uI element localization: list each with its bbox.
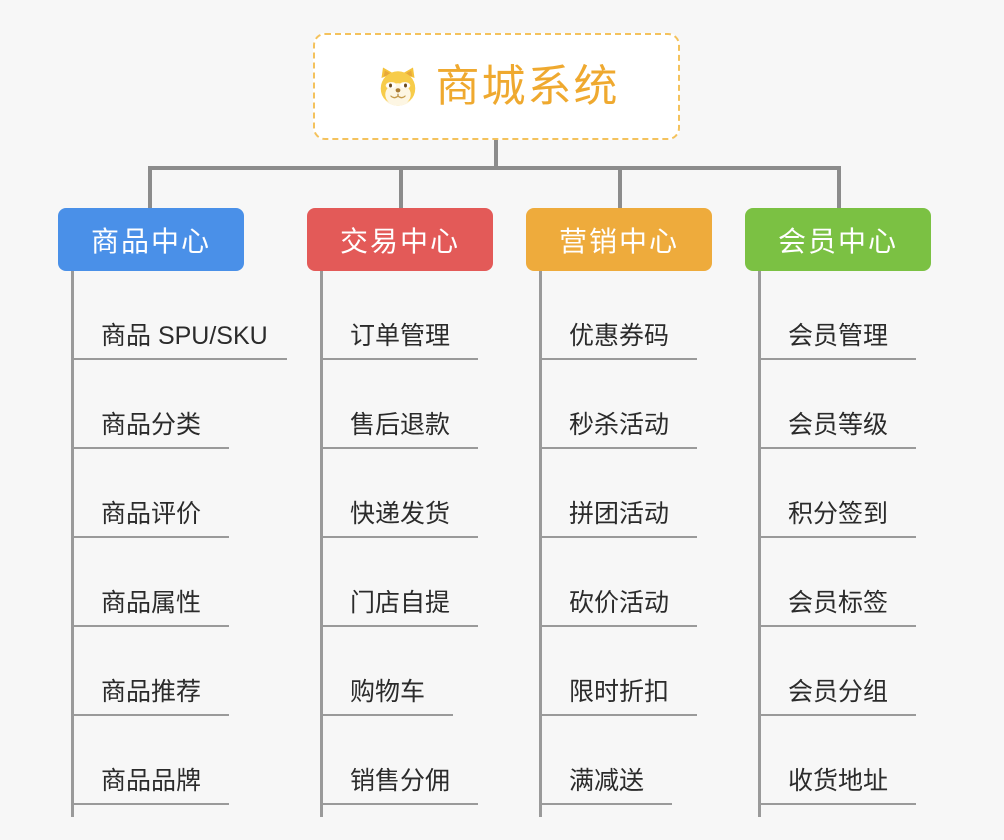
- leaf-item[interactable]: 商品属性: [71, 538, 331, 627]
- category-header-label: 商品中心: [90, 225, 211, 257]
- leaf-item[interactable]: 购物车: [320, 627, 580, 716]
- leaf-label: 砍价活动: [569, 588, 670, 617]
- root-node-商城系统[interactable]: 商城系统: [313, 33, 680, 140]
- connector-drop-member-center: [837, 166, 841, 208]
- leaf-underline: [320, 803, 478, 805]
- leaf-underline: [320, 714, 453, 716]
- connector-root-stem: [494, 140, 498, 168]
- leaf-label: 商品分类: [101, 410, 202, 439]
- leaf-item[interactable]: 商品分类: [71, 360, 331, 449]
- leaf-item[interactable]: 门店自提: [320, 538, 580, 627]
- leaf-label: 快递发货: [350, 499, 451, 528]
- category-header-label: 会员中心: [777, 225, 898, 257]
- leaf-item[interactable]: 优惠券码: [539, 271, 799, 360]
- leaf-item[interactable]: 售后退款: [320, 360, 580, 449]
- category-header-marketing-center[interactable]: 营销中心: [526, 208, 712, 271]
- leaf-underline: [758, 447, 916, 449]
- leaf-underline: [539, 536, 697, 538]
- spine-product-center: [71, 271, 74, 817]
- leaf-list-product-center: 商品 SPU/SKU 商品分类 商品评价 商品属性 商品推荐 商品品牌: [71, 271, 331, 805]
- leaf-underline: [71, 714, 229, 716]
- connector-horizontal-bar: [148, 166, 840, 170]
- leaf-label: 限时折扣: [569, 677, 670, 706]
- category-header-product-center[interactable]: 商品中心: [58, 208, 244, 271]
- leaf-underline: [320, 625, 478, 627]
- category-header-member-center[interactable]: 会员中心: [745, 208, 931, 271]
- root-label: 商城系统: [435, 61, 620, 111]
- leaf-underline: [320, 536, 478, 538]
- leaf-item[interactable]: 会员管理: [758, 271, 1004, 360]
- leaf-label: 满减送: [569, 766, 645, 795]
- connector-drop-product-center: [148, 166, 152, 208]
- leaf-underline: [539, 358, 697, 360]
- spine-marketing-center: [539, 271, 542, 817]
- leaf-item[interactable]: 销售分佣: [320, 716, 580, 805]
- leaf-label: 会员等级: [788, 410, 889, 439]
- leaf-underline: [758, 358, 916, 360]
- leaf-label: 会员分组: [788, 677, 889, 706]
- leaf-label: 商品品牌: [101, 766, 202, 795]
- leaf-label: 商品评价: [101, 499, 202, 528]
- leaf-item[interactable]: 会员等级: [758, 360, 1004, 449]
- leaf-label: 积分签到: [788, 499, 889, 528]
- leaf-label: 门店自提: [350, 588, 451, 617]
- leaf-item[interactable]: 限时折扣: [539, 627, 799, 716]
- leaf-item[interactable]: 拼团活动: [539, 449, 799, 538]
- leaf-list-trade-center: 订单管理 售后退款 快递发货 门店自提 购物车 销售分佣: [320, 271, 580, 805]
- leaf-underline: [758, 625, 916, 627]
- leaf-label: 会员管理: [788, 321, 889, 350]
- spine-member-center: [758, 271, 761, 817]
- leaf-item[interactable]: 秒杀活动: [539, 360, 799, 449]
- leaf-item[interactable]: 积分签到: [758, 449, 1004, 538]
- leaf-underline: [71, 358, 287, 360]
- leaf-underline: [320, 447, 478, 449]
- spine-trade-center: [320, 271, 323, 817]
- leaf-label: 收货地址: [788, 766, 889, 795]
- leaf-item[interactable]: 商品 SPU/SKU: [71, 271, 331, 360]
- leaf-item[interactable]: 商品品牌: [71, 716, 331, 805]
- leaf-label: 秒杀活动: [569, 410, 670, 439]
- leaf-item[interactable]: 满减送: [539, 716, 799, 805]
- leaf-label: 销售分佣: [350, 766, 451, 795]
- category-header-label: 营销中心: [558, 225, 679, 257]
- leaf-item[interactable]: 商品推荐: [71, 627, 331, 716]
- leaf-label: 商品推荐: [101, 677, 202, 706]
- leaf-item[interactable]: 快递发货: [320, 449, 580, 538]
- leaf-underline: [539, 714, 697, 716]
- leaf-underline: [758, 536, 916, 538]
- leaf-underline: [71, 803, 229, 805]
- leaf-underline: [71, 625, 229, 627]
- leaf-item[interactable]: 会员分组: [758, 627, 1004, 716]
- leaf-item[interactable]: 砍价活动: [539, 538, 799, 627]
- leaf-underline: [71, 447, 229, 449]
- leaf-label: 拼团活动: [569, 499, 670, 528]
- leaf-label: 商品 SPU/SKU: [101, 321, 268, 350]
- leaf-label: 优惠券码: [569, 321, 670, 350]
- leaf-label: 商品属性: [101, 588, 202, 617]
- category-header-trade-center[interactable]: 交易中心: [307, 208, 493, 271]
- leaf-underline: [758, 803, 916, 805]
- leaf-underline: [758, 714, 916, 716]
- leaf-item[interactable]: 商品评价: [71, 449, 331, 538]
- leaf-label: 会员标签: [788, 588, 889, 617]
- category-header-label: 交易中心: [339, 225, 460, 257]
- leaf-item[interactable]: 订单管理: [320, 271, 580, 360]
- leaf-label: 售后退款: [350, 410, 451, 439]
- leaf-underline: [539, 625, 697, 627]
- leaf-list-member-center: 会员管理 会员等级 积分签到 会员标签 会员分组 收货地址: [758, 271, 1004, 805]
- connector-drop-trade-center: [399, 166, 403, 208]
- connector-drop-marketing-center: [618, 166, 622, 208]
- leaf-underline: [539, 803, 672, 805]
- shiba-inu-dog-face-icon: [380, 67, 415, 106]
- leaf-underline: [539, 447, 697, 449]
- leaf-underline: [71, 536, 229, 538]
- leaf-label: 购物车: [350, 677, 426, 706]
- leaf-item[interactable]: 会员标签: [758, 538, 1004, 627]
- leaf-item[interactable]: 收货地址: [758, 716, 1004, 805]
- leaf-underline: [320, 358, 478, 360]
- leaf-list-marketing-center: 优惠券码 秒杀活动 拼团活动 砍价活动 限时折扣 满减送: [539, 271, 799, 805]
- leaf-label: 订单管理: [350, 321, 451, 350]
